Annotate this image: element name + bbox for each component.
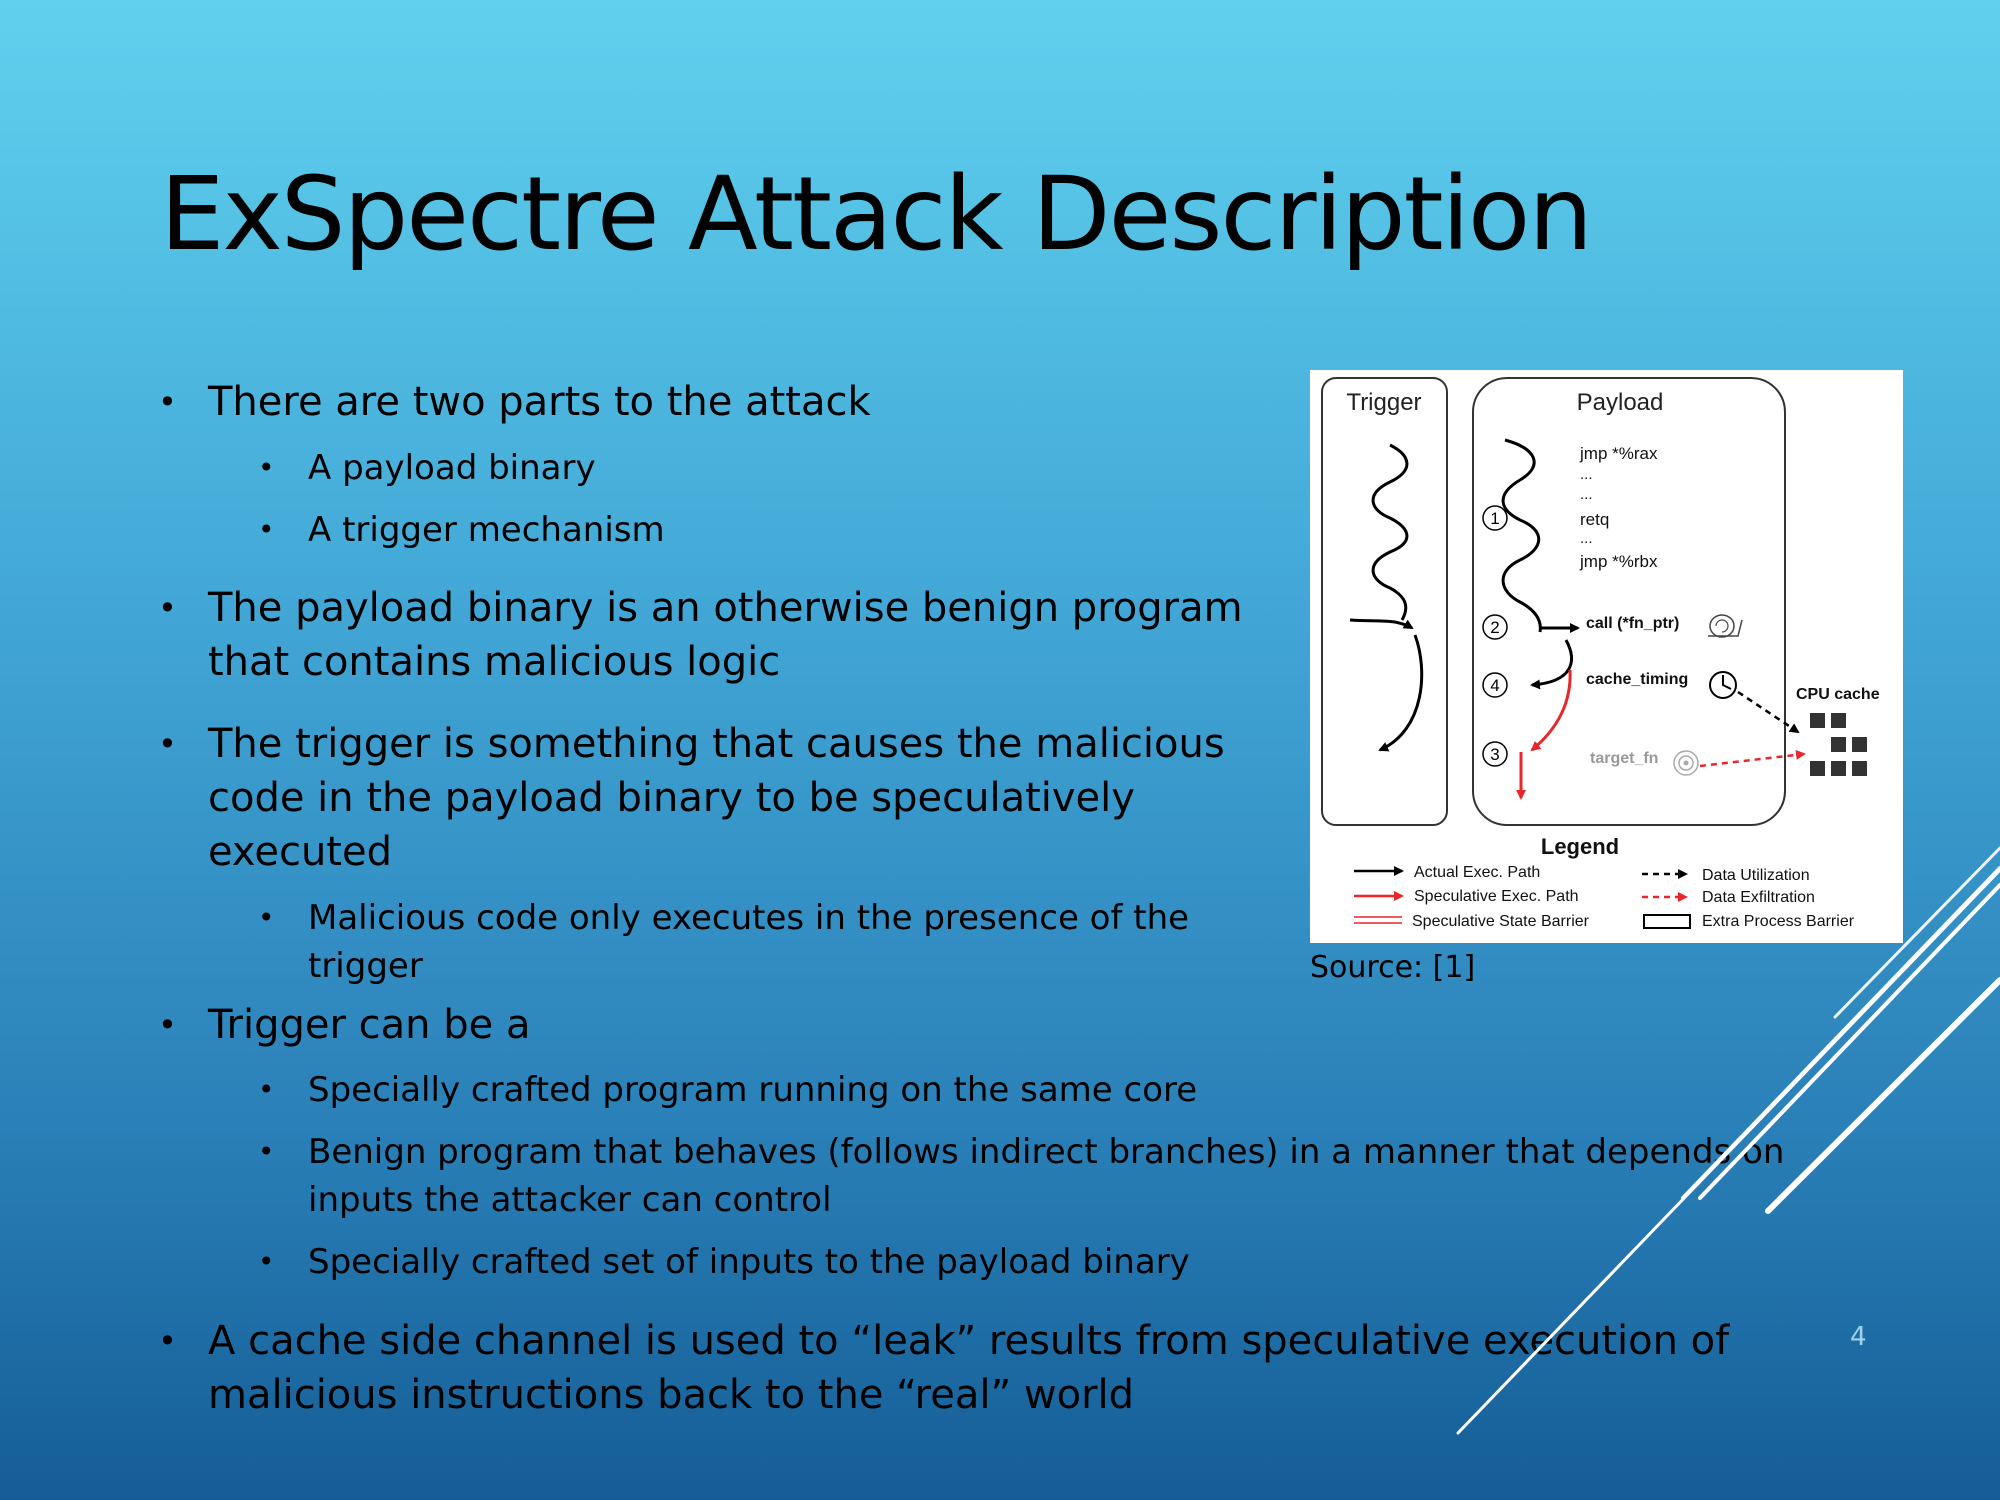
svg-text:1: 1 xyxy=(1490,509,1499,528)
legend-title: Legend xyxy=(1541,834,1619,859)
slide-title: ExSpectre Attack Description xyxy=(160,155,1593,274)
sub-bullet-crafted-program: Specially crafted program running on the… xyxy=(258,1066,1197,1114)
payload-label: Payload xyxy=(1577,389,1664,416)
sub-bullet-benign-program: Benign program that behaves (follows ind… xyxy=(258,1128,1784,1224)
code-jmp-rbx: jmp *%rbx xyxy=(1579,552,1658,571)
snail-icon xyxy=(1708,614,1743,638)
sub-bullet-malicious-code: Malicious code only executes in the pres… xyxy=(258,894,1189,990)
payload-wavy-path xyxy=(1501,438,1542,633)
exspectre-figure: Trigger Payload jmp *%rax ... ... retq .… xyxy=(1310,370,1903,943)
svg-text:2: 2 xyxy=(1490,618,1499,637)
cpu-cache-label: CPU cache xyxy=(1796,686,1880,703)
code-retq: retq xyxy=(1580,510,1609,529)
legend-data-exfiltration: Data Exfiltration xyxy=(1702,889,1815,906)
bullet-trigger-definition: The trigger is something that causes the… xyxy=(158,717,1225,879)
trigger-label: Trigger xyxy=(1346,389,1421,416)
legend-data-utilization: Data Utilization xyxy=(1702,867,1810,884)
speculative-arrow xyxy=(1530,669,1572,752)
svg-text:4: 4 xyxy=(1490,676,1499,695)
step-4-marker: 4 xyxy=(1482,672,1508,698)
code-jmp-rax: jmp *%rax xyxy=(1579,444,1658,463)
bullet-cache-side-channel: A cache side channel is used to “leak” r… xyxy=(158,1314,1729,1422)
bullet-two-parts: There are two parts to the attack xyxy=(158,375,871,429)
code-dots-1: ... xyxy=(1580,466,1593,483)
target-icon xyxy=(1673,750,1699,776)
legend-speculative-barrier: Speculative State Barrier xyxy=(1412,913,1590,930)
legend-actual-path: Actual Exec. Path xyxy=(1414,864,1540,881)
legend-speculative-path: Speculative Exec. Path xyxy=(1414,888,1579,905)
sub-bullet-payload-binary: A payload binary xyxy=(258,444,596,492)
code-call-fn-ptr: call (*fn_ptr) xyxy=(1586,615,1679,632)
step-2-marker: 2 xyxy=(1482,614,1508,640)
code-dots-2: ... xyxy=(1580,486,1593,503)
legend-extra-process-barrier: Extra Process Barrier xyxy=(1702,913,1855,930)
bullet-trigger-can-be: Trigger can be a xyxy=(158,998,531,1052)
legend: Actual Exec. Path Speculative Exec. Path… xyxy=(1354,864,1855,930)
trigger-arrow-2 xyxy=(1378,634,1424,752)
page-number: 4 xyxy=(1850,1322,1867,1352)
trigger-arrow-1 xyxy=(1349,618,1414,630)
clock-icon xyxy=(1709,671,1737,699)
svg-text:3: 3 xyxy=(1490,745,1499,764)
return-arrow xyxy=(1530,639,1574,690)
code-dots-3: ... xyxy=(1580,530,1593,547)
step-3-marker: 3 xyxy=(1482,741,1508,767)
code-cache-timing: cache_timing xyxy=(1586,671,1688,688)
trigger-wavy-path xyxy=(1371,443,1409,621)
bullet-payload-binary: The payload binary is an otherwise benig… xyxy=(158,581,1243,689)
sub-bullet-crafted-inputs: Specially crafted set of inputs to the p… xyxy=(258,1238,1190,1286)
cpu-cache-blocks xyxy=(1810,713,1867,776)
payload-box xyxy=(1472,377,1786,826)
data-exfiltration-line xyxy=(1699,749,1806,768)
data-utilization-line xyxy=(1737,690,1800,734)
source-caption: Source: [1] xyxy=(1310,950,1476,985)
sub-bullet-trigger-mechanism: A trigger mechanism xyxy=(258,506,665,554)
step-1-marker: 1 xyxy=(1482,505,1508,531)
code-target-fn: target_fn xyxy=(1590,750,1658,767)
trigger-box xyxy=(1321,377,1448,826)
